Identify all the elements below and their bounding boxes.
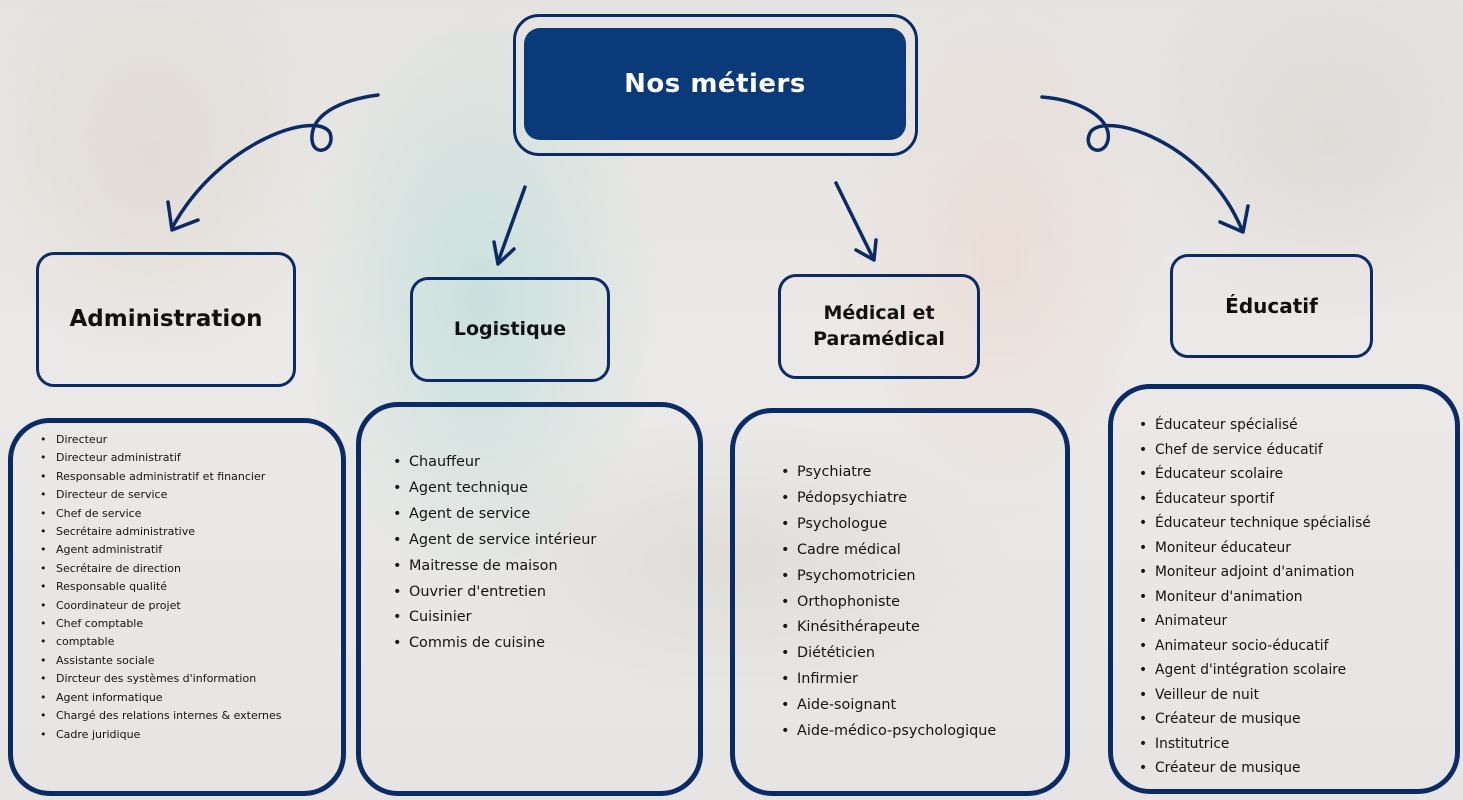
- list-item: Infirmier: [781, 667, 996, 693]
- list-item: Psychologue: [781, 512, 996, 538]
- list-item: Assistante sociale: [40, 652, 282, 671]
- list-item: Éducateur spécialisé: [1139, 413, 1371, 438]
- arrowhead-educatif: [1218, 204, 1250, 234]
- category-box-logistique: Logistique: [410, 277, 610, 382]
- page-title: Nos métiers: [624, 69, 806, 99]
- list-item: Agent d'intégration scolaire: [1139, 658, 1371, 683]
- list-item: Coordinateur de projet: [40, 597, 282, 616]
- arrow-to-logistique: [496, 185, 527, 264]
- list-item: Cadre médical: [781, 538, 996, 564]
- arrowhead-medical: [854, 238, 878, 262]
- arrow-to-medical: [834, 181, 875, 260]
- category-box-medical: Médical et Paramédical: [778, 274, 980, 379]
- list-item: Éducateur sportif: [1139, 487, 1371, 512]
- category-label-logistique: Logistique: [454, 317, 566, 343]
- list-box-logistique: [356, 402, 703, 796]
- list-item: Aide-médico-psychologique: [781, 719, 996, 745]
- category-box-administration: Administration: [36, 252, 296, 387]
- list-item: Directeur de service: [40, 486, 282, 505]
- list-item: Agent administratif: [40, 541, 282, 560]
- list-item: Diététicien: [781, 641, 996, 667]
- list-item: Moniteur adjoint d'animation: [1139, 560, 1371, 585]
- list-item: Moniteur d'animation: [1139, 585, 1371, 610]
- list-educatif: Éducateur spécialisé Chef de service édu…: [1139, 413, 1371, 781]
- arrow-to-educatif: [1040, 95, 1244, 232]
- list-item: Cadre juridique: [40, 726, 282, 745]
- list-logistique: Chauffeur Agent technique Agent de servi…: [393, 450, 596, 657]
- list-item: Responsable administratif et financier: [40, 468, 282, 487]
- list-item: Chef de service éducatif: [1139, 438, 1371, 463]
- list-item: Institutrice: [1139, 732, 1371, 757]
- list-item: Secrétaire de direction: [40, 560, 282, 579]
- arrowhead-administration: [166, 200, 200, 232]
- arrowhead-logistique: [492, 240, 516, 266]
- list-item: Chauffeur: [393, 450, 596, 476]
- list-item: Pédopsychiatre: [781, 486, 996, 512]
- list-item: Kinésithérapeute: [781, 615, 996, 641]
- category-label-medical: Médical et Paramédical: [813, 301, 945, 352]
- list-item: comptable: [40, 633, 282, 652]
- list-item: Psychomotricien: [781, 564, 996, 590]
- list-item: Agent informatique: [40, 689, 282, 708]
- list-item: Moniteur éducateur: [1139, 536, 1371, 561]
- category-box-educatif: Éducatif: [1170, 254, 1373, 358]
- list-item: Animateur socio-éducatif: [1139, 634, 1371, 659]
- list-item: Commis de cuisine: [393, 631, 596, 657]
- list-item: Directeur: [40, 431, 282, 450]
- category-label-line: Éducatif: [1225, 293, 1318, 318]
- title-frame: [513, 14, 918, 156]
- list-item: Créateur de musique: [1139, 707, 1371, 732]
- list-item: Directeur administratif: [40, 449, 282, 468]
- list-box-educatif: [1108, 384, 1460, 794]
- category-label-line: Médical et: [823, 301, 935, 324]
- list-item: Aide-soignant: [781, 693, 996, 719]
- list-administration: Directeur Directeur administratif Respon…: [40, 431, 282, 745]
- list-item: Maitresse de maison: [393, 554, 596, 580]
- list-item: Agent de service intérieur: [393, 528, 596, 554]
- list-item: Agent technique: [393, 476, 596, 502]
- list-box-administration: [8, 418, 346, 796]
- list-medical: Psychiatre Pédopsychiatre Psychologue Ca…: [781, 460, 996, 745]
- category-label-administration: Administration: [70, 304, 263, 335]
- category-label-line: Logistique: [453, 317, 567, 340]
- list-item: Secrétaire administrative: [40, 523, 282, 542]
- category-label-line: Administration: [69, 305, 263, 332]
- arrow-to-administration: [170, 93, 380, 230]
- list-item: Chef de service: [40, 505, 282, 524]
- list-item: Ouvrier d'entretien: [393, 580, 596, 606]
- category-label-educatif: Éducatif: [1225, 293, 1318, 320]
- list-item: Cuisinier: [393, 605, 596, 631]
- list-item: Orthophoniste: [781, 590, 996, 616]
- list-item: Animateur: [1139, 609, 1371, 634]
- list-item: Chef comptable: [40, 615, 282, 634]
- list-item: Agent de service: [393, 502, 596, 528]
- list-item: Éducateur technique spécialisé: [1139, 511, 1371, 536]
- list-item: Veilleur de nuit: [1139, 683, 1371, 708]
- list-item: Responsable qualité: [40, 578, 282, 597]
- list-item: Créateur de musique: [1139, 756, 1371, 781]
- list-item: Éducateur scolaire: [1139, 462, 1371, 487]
- list-box-medical: [730, 408, 1070, 796]
- list-item: Chargé des relations internes & externes: [40, 707, 282, 726]
- title-banner: Nos métiers: [524, 28, 906, 140]
- list-item: Psychiatre: [781, 460, 996, 486]
- category-label-line: Paramédical: [813, 327, 945, 350]
- list-item: Dircteur des systèmes d'information: [40, 670, 282, 689]
